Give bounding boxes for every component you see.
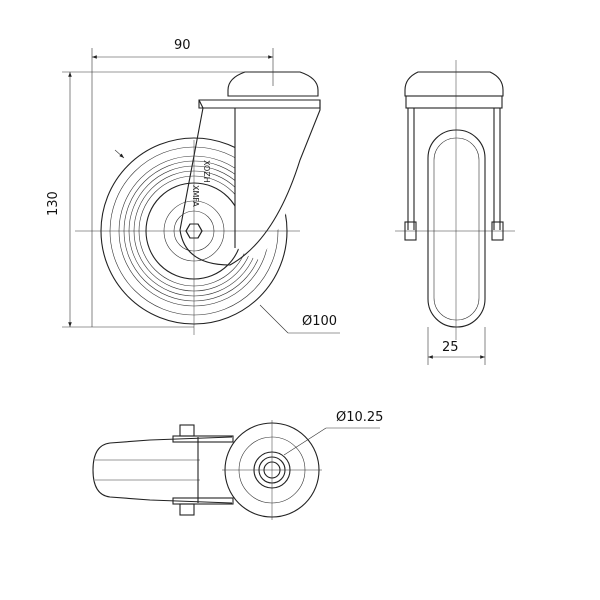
- dimension-label-130: 130: [46, 191, 61, 216]
- fork: [179, 71, 321, 266]
- bottom-view: [92, 420, 380, 520]
- dimension-diameter-100: [114, 149, 340, 334]
- svg-text:XOZH: XOZH: [202, 160, 211, 183]
- dimension-25: [427, 327, 486, 365]
- dimension-label-90: 90: [174, 38, 191, 53]
- dimension-130: [62, 71, 250, 328]
- stamp-text: XMFA XOZH: [191, 160, 211, 207]
- svg-text:XMFA: XMFA: [191, 185, 200, 207]
- side-view: [395, 60, 515, 365]
- front-view: XMFA XOZH: [62, 48, 340, 335]
- dimension-label-diameter-10-25: Ø10.25: [336, 410, 384, 425]
- dimension-label-25: 25: [442, 340, 459, 355]
- dimension-90: [91, 48, 274, 327]
- dimension-diameter-10-25: [283, 427, 380, 456]
- dimension-label-diameter-100: Ø100: [302, 314, 338, 329]
